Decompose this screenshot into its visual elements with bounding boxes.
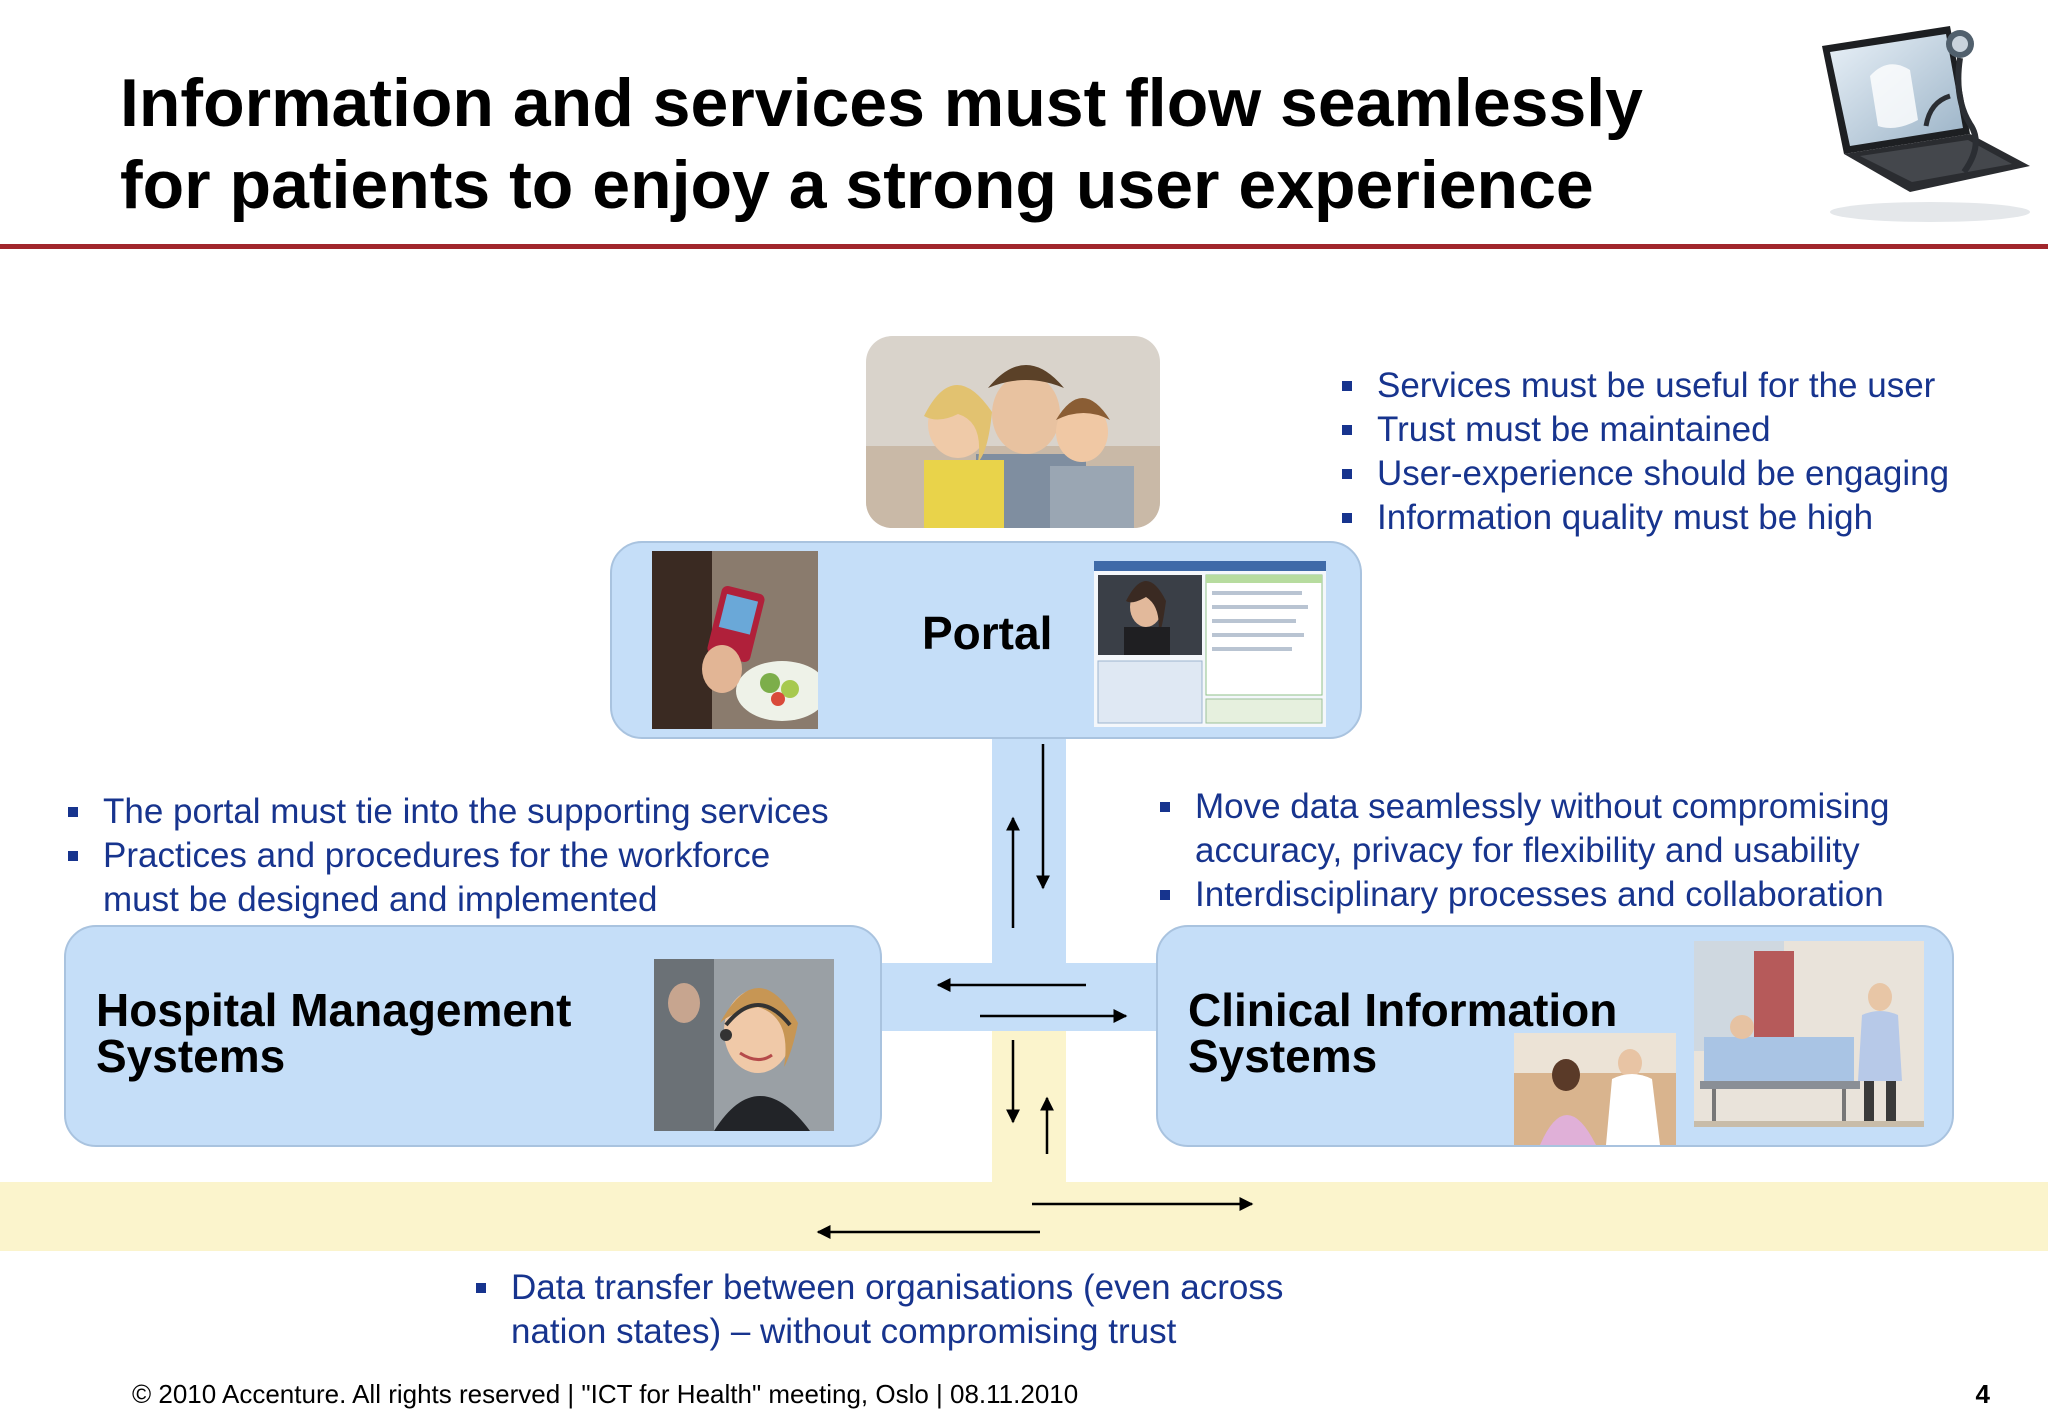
title-divider [0,244,2048,249]
clinical-information-box: Clinical Information Systems [1156,925,1954,1147]
list-item: User-experience should be engaging [1342,452,1949,496]
list-item: Services must be useful for the user [1342,364,1949,408]
laptop-stethoscope-image [1822,26,2030,222]
page-number: 4 [1975,1379,1990,1409]
portal-requirements-list: Services must be useful for the user Tru… [1342,364,1949,540]
list-item-line-2: must be designed and implemented [103,880,658,919]
clinical-information-label-line-2: Systems [1188,1030,1378,1082]
family-photo [866,336,1160,528]
hospital-management-label-line-1: Hospital Management [96,984,572,1036]
list-item: Interdisciplinary processes and collabor… [1160,873,1889,917]
list-item-line-1: Data transfer between organisations (eve… [511,1268,1284,1307]
hospital-management-label: Hospital Management Systems [96,987,616,1079]
list-item-line-2: accuracy, privacy for flexibility and us… [1195,831,1860,870]
clinical-information-requirements-list: Move data seamlessly without compromisin… [1160,785,1889,917]
list-item: Trust must be maintained [1342,408,1949,452]
list-item: Practices and procedures for the workfor… [68,834,829,922]
portal-label: Portal [922,607,1053,659]
slide-title-line-2: for patients to enjoy a strong user expe… [120,147,1594,223]
slide-title-line-1: Information and services must flow seaml… [120,65,1643,141]
clinical-information-label: Clinical Information Systems [1188,987,1708,1079]
external-connector-band [992,1031,1066,1184]
slide-title: Information and services must flow seaml… [120,62,1680,226]
hospital-management-requirements-list: The portal must tie into the supporting … [68,790,829,922]
call-centre-agent-photo [654,959,834,1131]
data-transfer-requirements-list: Data transfer between organisations (eve… [476,1266,1283,1354]
portal-screenshot [1094,561,1326,727]
clinical-information-label-line-1: Clinical Information [1188,984,1618,1036]
list-item: The portal must tie into the supporting … [68,790,829,834]
hospital-ward-photo [1694,941,1924,1127]
footer-text: © 2010 Accenture. All rights reserved | … [132,1379,1079,1409]
inter-organisation-band [0,1182,2048,1251]
list-item: Move data seamlessly without compromisin… [1160,785,1889,873]
list-item: Data transfer between organisations (eve… [476,1266,1283,1354]
list-item-line-2: nation states) – without compromising tr… [511,1312,1177,1351]
hospital-management-label-line-2: Systems [96,1030,286,1082]
list-item-line-1: Move data seamlessly without compromisin… [1195,787,1890,826]
doctor-patient-photo [1514,1033,1676,1145]
portal-box: Portal [610,541,1362,739]
hospital-management-box: Hospital Management Systems [64,925,882,1147]
systems-connector-band [870,963,1188,1031]
mobile-phone-photo [652,551,818,729]
list-item: Information quality must be high [1342,496,1949,540]
list-item-line-1: Practices and procedures for the workfor… [103,836,771,875]
